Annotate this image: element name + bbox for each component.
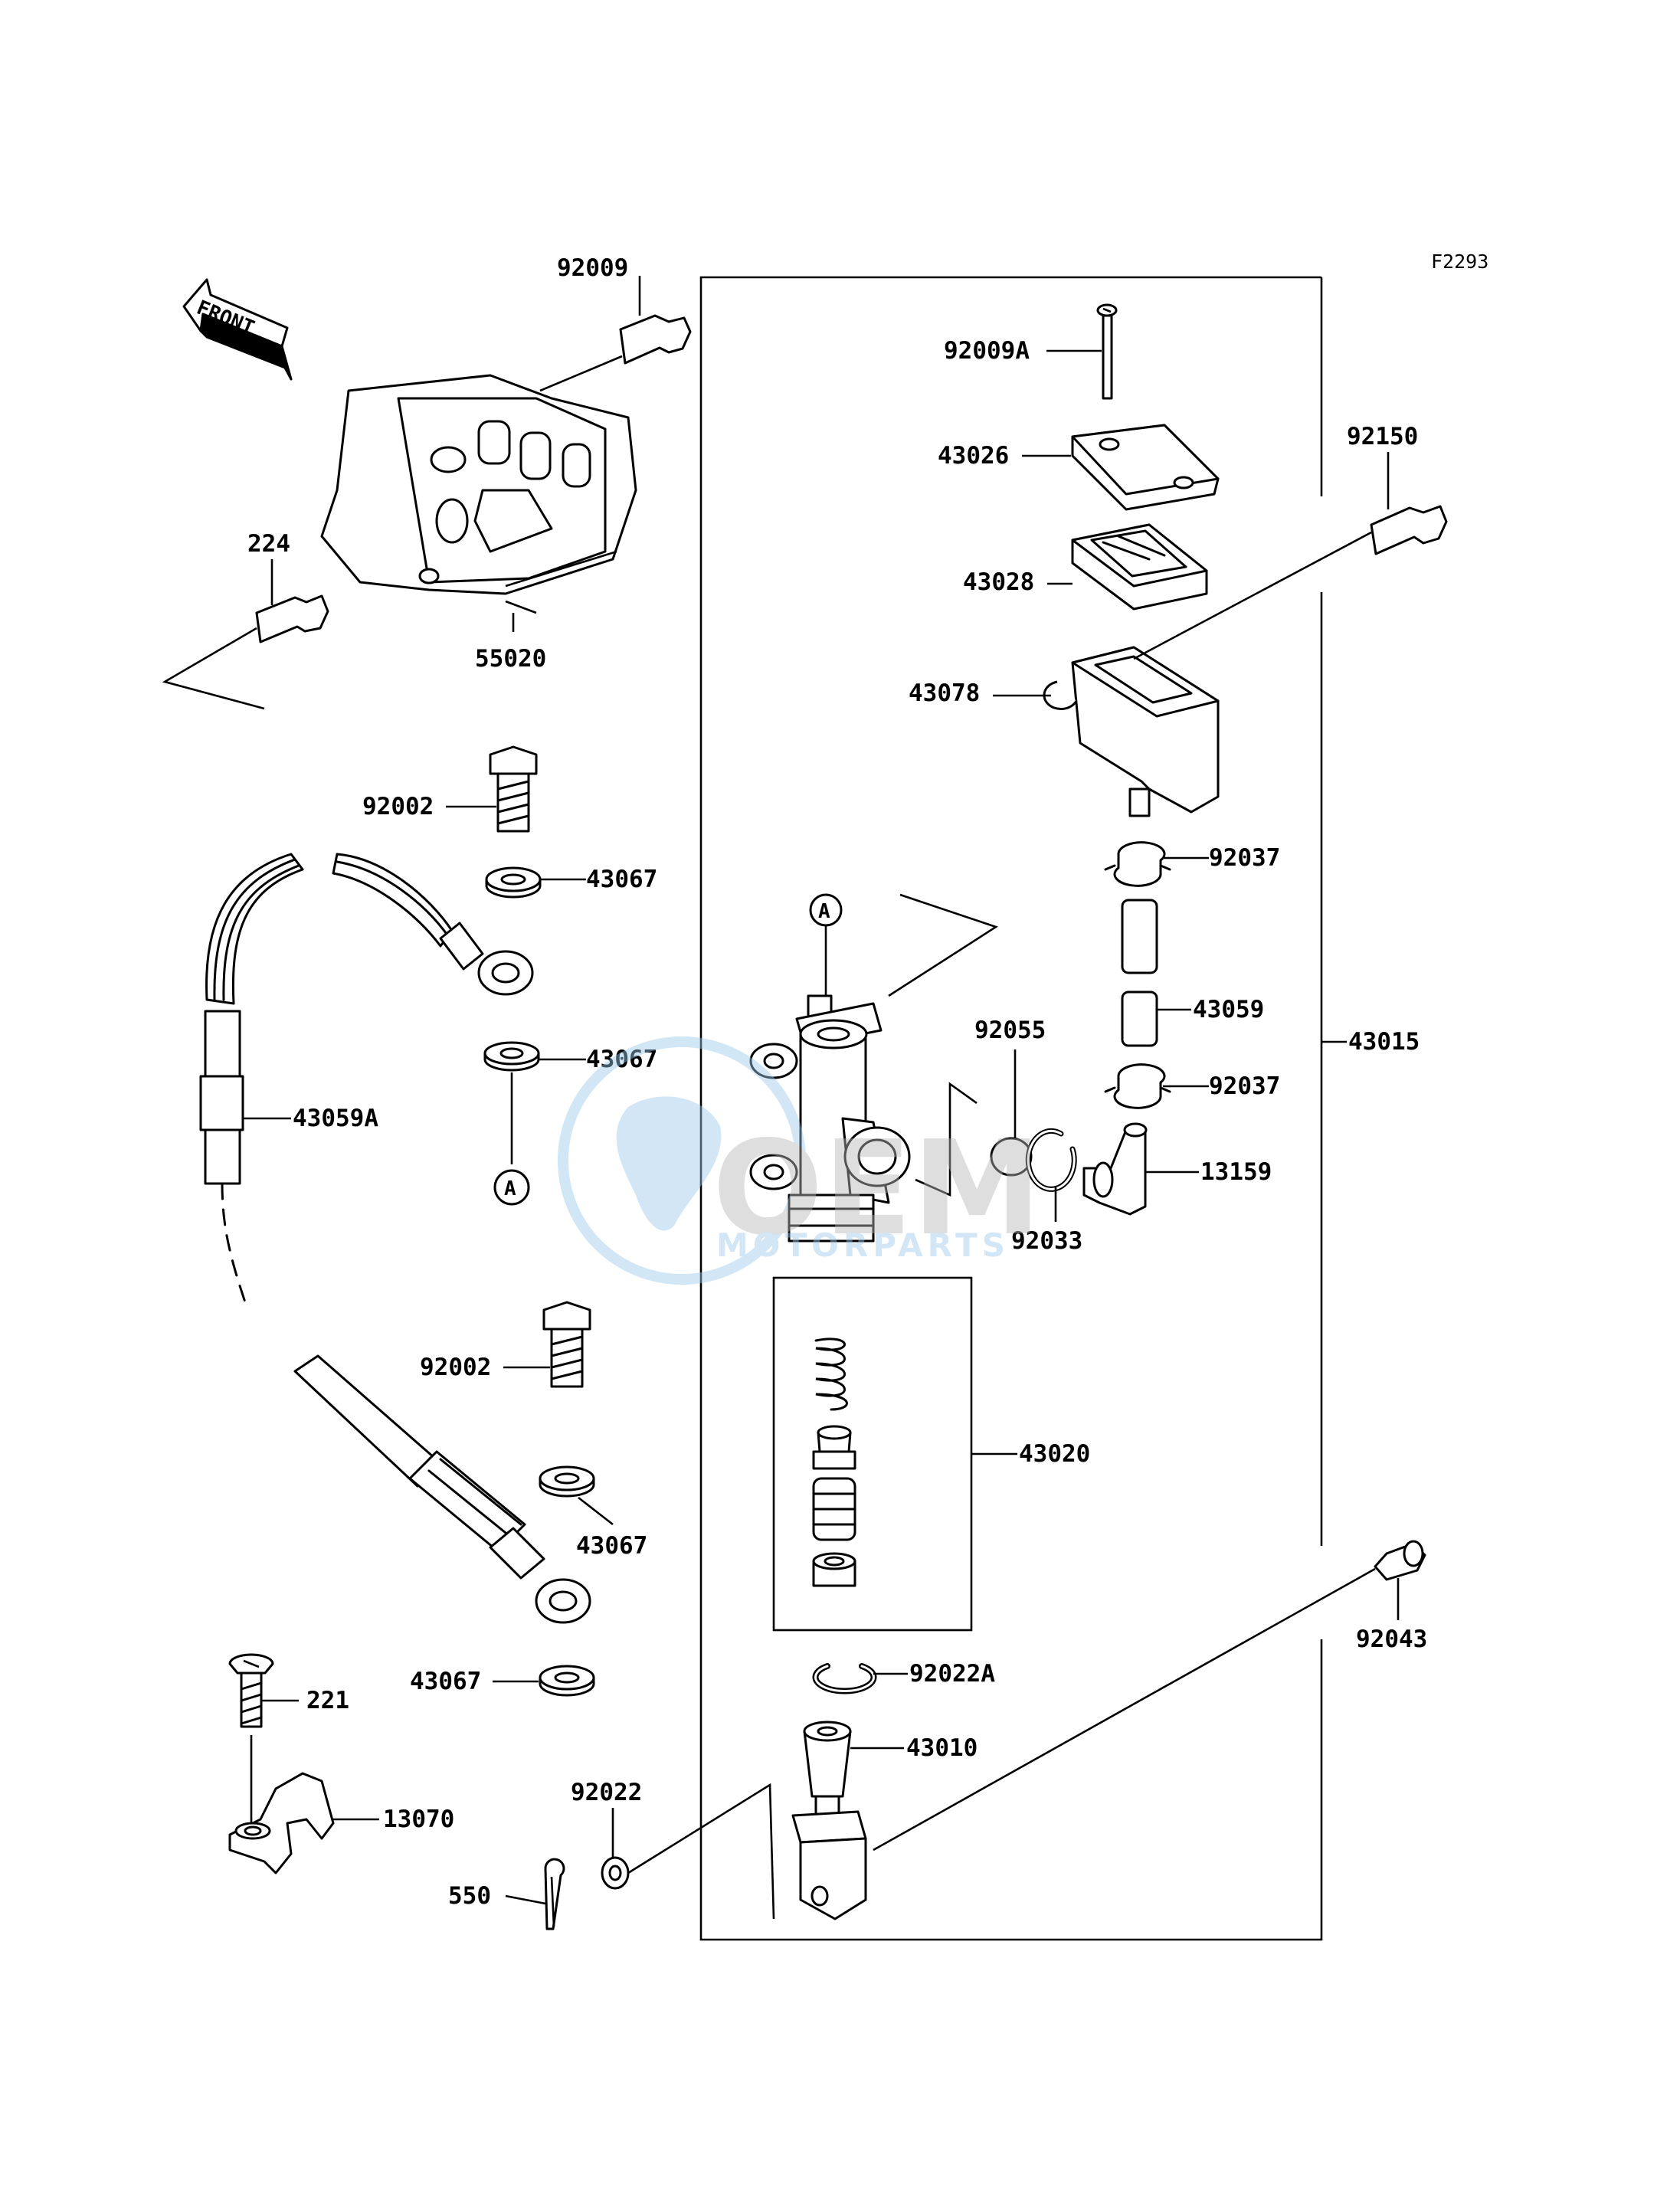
callout-a-body: A [818, 900, 830, 923]
piston-kit-box [772, 1276, 973, 1632]
reservoir-cap-43026 [1071, 424, 1220, 511]
label-43028: 43028 [963, 568, 1034, 596]
banjo-bolt-92002-top [489, 745, 538, 833]
label-13159: 13159 [1200, 1158, 1272, 1186]
assembly-box [699, 276, 1323, 1941]
label-43067-2: 43067 [586, 1046, 657, 1073]
piston-kit-43020 [812, 1338, 856, 1587]
bolt-224 [255, 559, 329, 643]
label-43020: 43020 [1019, 1440, 1090, 1468]
washer-43067-2 [483, 1041, 540, 1072]
master-cylinder-body: A [749, 893, 998, 1243]
front-arrow-icon: FRONT [182, 278, 293, 381]
svg-text:A: A [504, 1177, 516, 1200]
clamp-13070 [228, 1772, 335, 1874]
label-92037-2: 92037 [1209, 1072, 1280, 1100]
cotter-pin-550 [544, 1858, 565, 1930]
watermark-logo: OEM MOTORPARTS [558, 1036, 1042, 1285]
reservoir-hose-43059 [1121, 899, 1158, 1047]
label-43078: 43078 [909, 679, 980, 707]
washer-43067-3 [539, 1465, 595, 1498]
screw-221 [228, 1653, 274, 1728]
label-43010: 43010 [906, 1734, 978, 1762]
circlip-92033 [1025, 1128, 1077, 1192]
reservoir-43078 [1043, 646, 1220, 817]
label-550: 550 [448, 1882, 491, 1910]
label-224: 224 [247, 530, 290, 558]
washer-43067-4 [539, 1665, 595, 1697]
label-92033: 92033 [1011, 1227, 1082, 1255]
label-92055: 92055 [974, 1017, 1046, 1044]
label-43067-1: 43067 [586, 866, 657, 893]
label-43059: 43059 [1193, 996, 1264, 1023]
label-92009A: 92009A [944, 337, 1030, 365]
label-43026: 43026 [938, 442, 1009, 470]
bolt-92009 [619, 276, 692, 365]
label-43067-4: 43067 [410, 1668, 481, 1695]
label-92022A: 92022A [909, 1660, 995, 1688]
label-92002-mid: 92002 [420, 1354, 491, 1381]
label-92022: 92022 [571, 1779, 642, 1806]
circlip-92022A [812, 1663, 877, 1694]
watermark-brand: OEM [712, 1113, 1042, 1265]
elbow-fitting-13159 [1082, 1122, 1148, 1216]
callout-a-left: A [493, 1169, 530, 1206]
banjo-bolt-92002-mid [542, 1301, 591, 1388]
label-92002-top: 92002 [362, 793, 434, 820]
label-43015: 43015 [1348, 1028, 1420, 1056]
pin-92043 [1374, 1540, 1426, 1581]
label-92037-1: 92037 [1209, 844, 1280, 872]
label-13070: 13070 [383, 1806, 454, 1833]
label-221: 221 [306, 1687, 349, 1714]
label-43067-3: 43067 [576, 1532, 647, 1560]
hose-clip-92037-1 [1104, 841, 1171, 887]
o-ring-92055 [990, 1137, 1033, 1177]
label-92150: 92150 [1347, 423, 1418, 450]
label-92009: 92009 [557, 254, 628, 282]
screw-92009A [1096, 303, 1118, 400]
guard-55020 [320, 374, 637, 595]
label-55020: 55020 [475, 645, 546, 673]
brake-hose-43059A [199, 853, 591, 1624]
label-43059A: 43059A [293, 1105, 378, 1132]
diaphragm-43028 [1071, 523, 1208, 611]
label-92043: 92043 [1356, 1626, 1427, 1653]
push-rod-43010 [791, 1721, 867, 1920]
hose-clip-92037-2 [1104, 1063, 1171, 1109]
figure-code: F2293 [1431, 250, 1488, 273]
watermark-subtitle: MOTORPARTS [716, 1226, 1010, 1264]
bolt-92150 [1370, 452, 1448, 555]
washer-92022 [601, 1856, 630, 1890]
washer-43067-1 [485, 866, 542, 899]
